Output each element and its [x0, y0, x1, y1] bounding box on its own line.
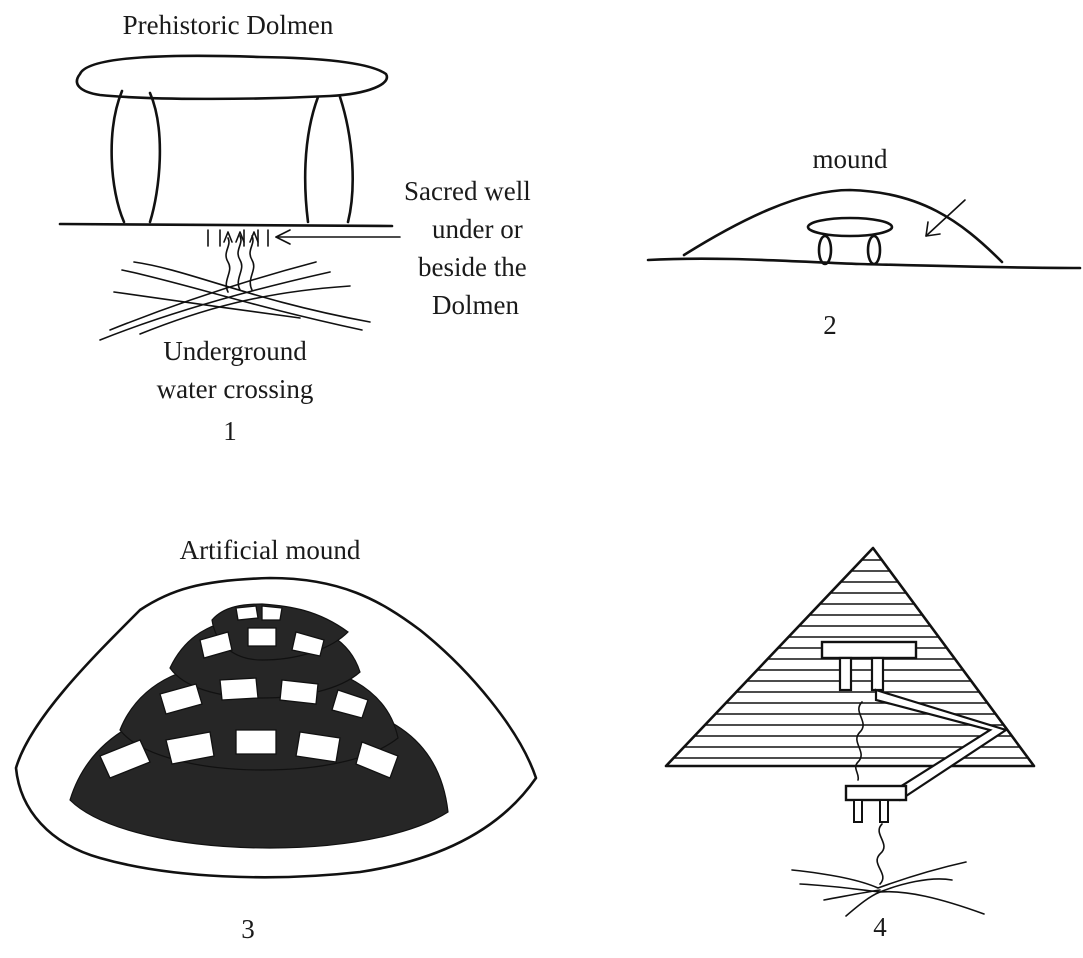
lower-chamber-capstone — [846, 786, 906, 800]
buried-capstone — [808, 218, 892, 236]
panel-2-number: 2 — [800, 310, 860, 341]
ground-line — [648, 259, 1080, 268]
lower-chamber-pillar-left — [854, 800, 862, 822]
pointer-arrow — [926, 200, 965, 236]
water-label-line-1: Underground — [120, 336, 350, 367]
right-upright-stone — [305, 97, 352, 222]
underground-water-streams — [792, 862, 984, 916]
panel-1-number: 1 — [200, 416, 260, 447]
panel-3-artificial-mound — [16, 578, 536, 877]
well-label-line-4: Dolmen — [432, 290, 519, 321]
pointer-arrow — [276, 230, 400, 244]
panel-1-dolmen — [60, 56, 400, 340]
panel-2-title: mound — [770, 144, 930, 175]
buried-upright-right — [868, 236, 880, 264]
water-shaft — [877, 824, 884, 884]
ground-line — [60, 224, 392, 226]
upper-chamber-pillar-right — [872, 658, 883, 690]
well-label-line-2: under or — [432, 214, 523, 245]
panel-3-number: 3 — [218, 914, 278, 945]
mound-outline — [684, 190, 1002, 262]
well-label-line-1: Sacred well — [404, 176, 531, 207]
panel-1-title: Prehistoric Dolmen — [88, 10, 368, 41]
panel-4-number: 4 — [850, 912, 910, 943]
water-label-line-2: water crossing — [120, 374, 350, 405]
upper-chamber-capstone — [822, 642, 916, 658]
left-upright-stone — [112, 91, 160, 222]
passage — [876, 690, 1006, 800]
lower-chamber-pillar-right — [880, 800, 888, 822]
panel-2-mound — [648, 190, 1080, 268]
underground-water-streams — [100, 262, 370, 340]
panel-3-title: Artificial mound — [140, 535, 400, 566]
capstone — [77, 56, 387, 99]
upper-chamber-pillar-left — [840, 658, 851, 690]
panel-4-pyramid — [600, 548, 1080, 916]
well-label-line-3: beside the — [418, 252, 527, 283]
buried-upright-left — [819, 236, 831, 264]
